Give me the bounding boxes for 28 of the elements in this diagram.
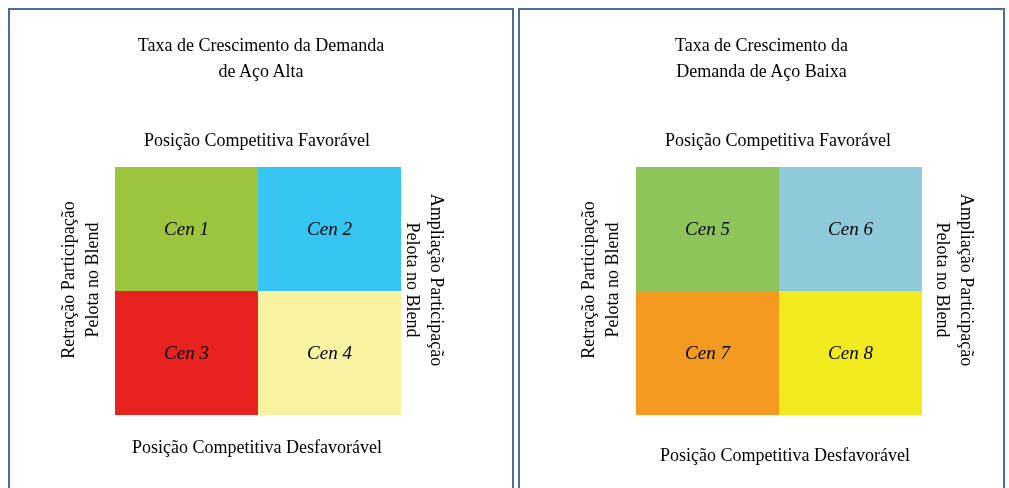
scenario-panel [518, 8, 1005, 488]
scenario-label: Cen 4 [307, 342, 352, 364]
scenario-cell [258, 167, 401, 291]
position-label: Posição Competitiva Favorável [144, 129, 370, 152]
panel-title: Taxa de Crescimento da Demanda de Aço Alta [136, 34, 386, 83]
scenario-cell [115, 291, 258, 415]
axis-label: Ampliação Participação Pelota no Blend [932, 192, 978, 369]
panel-title: Taxa de Crescimento da Demanda de Aço Baixa [673, 34, 850, 83]
axis-label: Ampliação Participação Pelota no Blend [402, 192, 448, 369]
scenario-label: Cen 5 [685, 218, 730, 240]
scenario-cell [636, 291, 779, 415]
scenario-cell [779, 167, 922, 291]
scenario-label: Cen 8 [828, 342, 873, 364]
position-label: Posição Competitiva Favorável [665, 129, 891, 152]
scenario-label: Cen 6 [828, 218, 873, 240]
scenario-panel [8, 8, 514, 488]
scenario-cell [258, 291, 401, 415]
scenario-label: Cen 2 [307, 218, 352, 240]
position-label: Posição Competitiva Desfavorável [660, 444, 910, 467]
axis-label: Retração Participação Pelota no Blend [577, 200, 623, 361]
scenario-label: Cen 7 [685, 342, 730, 364]
scenario-cell [115, 167, 258, 291]
position-label: Posição Competitiva Desfavorável [132, 436, 382, 459]
scenario-cell [636, 167, 779, 291]
axis-label: Retração Participação Pelota no Blend [57, 200, 103, 361]
scenario-label: Cen 3 [164, 342, 209, 364]
scenario-label: Cen 1 [164, 218, 209, 240]
scenario-cell [779, 291, 922, 415]
